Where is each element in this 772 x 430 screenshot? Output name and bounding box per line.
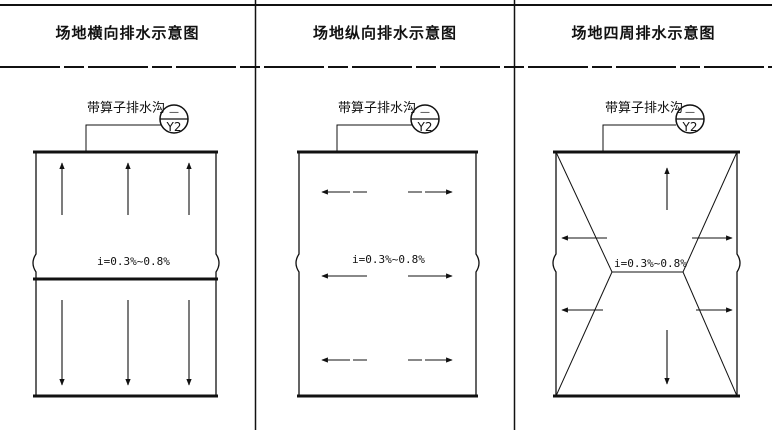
site-boundary xyxy=(32,150,220,398)
gutter-symbol: — Y2 xyxy=(675,104,705,134)
panel-longitudinal: — Y2 带算子排水沟 i=0.3%~0.8% xyxy=(295,101,480,398)
symbol-code: Y2 xyxy=(166,120,182,134)
symbol-code: Y2 xyxy=(682,120,698,134)
drain-direction-arrows xyxy=(59,162,192,386)
gutter-symbol: — Y2 xyxy=(410,104,440,134)
symbol-code: Y2 xyxy=(417,120,433,134)
panel-perimeter: — Y2 带算子排水沟 i=0.3%~0.8% xyxy=(552,101,741,398)
drain-direction-arrows xyxy=(561,167,733,385)
slope-label: i=0.3%~0.8% xyxy=(614,257,687,270)
drain-direction-arrows xyxy=(321,189,453,363)
gutter-label: 带算子排水沟 xyxy=(605,101,683,116)
panel-title-perimeter: 场地四周排水示意图 xyxy=(571,24,716,42)
panel-title-transverse: 场地横向排水示意图 xyxy=(55,24,200,42)
site-boundary xyxy=(552,150,741,398)
gutter-label: 带算子排水沟 xyxy=(338,101,416,116)
leader-line xyxy=(602,124,676,152)
gutter-label: 带算子排水沟 xyxy=(87,101,165,116)
slope-label: i=0.3%~0.8% xyxy=(352,253,425,266)
ridge-lines xyxy=(555,151,738,397)
panel-transverse: — Y2 带算子排水沟 i=0.3%~0.8% xyxy=(32,101,220,398)
symbol-dash: — xyxy=(420,107,430,118)
site-boundary xyxy=(295,150,480,398)
slope-label: i=0.3%~0.8% xyxy=(97,255,170,268)
gutter-symbol: — Y2 xyxy=(159,104,189,134)
symbol-dash: — xyxy=(169,107,179,118)
symbol-dash: — xyxy=(685,107,695,118)
panel-title-longitudinal: 场地纵向排水示意图 xyxy=(312,24,457,42)
leader-line xyxy=(85,124,164,152)
leader-line xyxy=(336,124,415,152)
